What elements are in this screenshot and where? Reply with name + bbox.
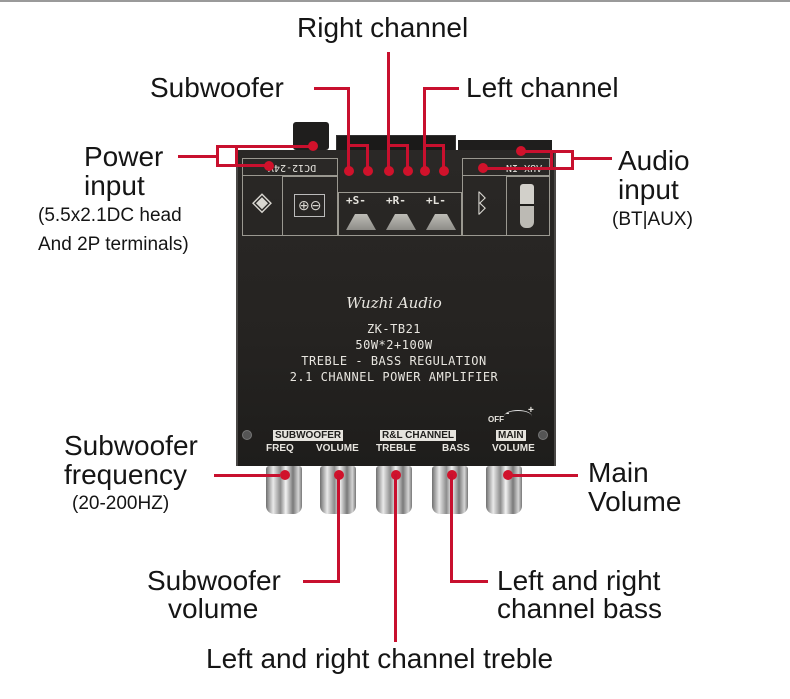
- speaker-icon: [426, 214, 456, 230]
- callout-line: [394, 474, 397, 642]
- callout-line: [303, 580, 340, 583]
- callout-line: [347, 144, 369, 147]
- callout-line: [314, 87, 350, 90]
- off-label: OFF: [488, 415, 504, 424]
- label-main-volume-2: Volume: [588, 486, 682, 517]
- polarity-icon: ⊕⊖: [294, 194, 326, 217]
- label-sub-freq-note: (20-200HZ): [72, 493, 170, 514]
- callout-line: [347, 144, 350, 170]
- knob-label-treble: TREBLE: [376, 443, 416, 454]
- knob-label-main-volume: VOLUME: [492, 443, 535, 454]
- model-text: ZK-TB21: [366, 322, 422, 336]
- label-lr-bass-2: channel bass: [497, 593, 663, 624]
- knob-label-volume: VOLUME: [316, 443, 359, 454]
- label-power-input-2: input: [84, 170, 145, 201]
- callout-dot: [478, 163, 488, 173]
- callout-line: [450, 474, 453, 582]
- callout-dot: [516, 146, 526, 156]
- callout-dot: [280, 470, 290, 480]
- plus-label: +: [528, 405, 534, 416]
- speaker-panel: [338, 192, 462, 236]
- label-sub-freq-2: frequency: [64, 459, 187, 490]
- dc-jack-icon: ◈: [252, 186, 272, 216]
- label-audio-input-1: Audio: [618, 145, 690, 176]
- callout-dot: [403, 166, 413, 176]
- mount-hole: [242, 430, 252, 440]
- knob-label-bass: BASS: [442, 443, 470, 454]
- callout-line: [178, 155, 218, 158]
- speaker-icon: [386, 214, 416, 230]
- callout-dot: [264, 161, 274, 171]
- label-sub-volume-1: Subwoofer: [147, 565, 281, 596]
- label-main-volume-1: Main: [588, 457, 649, 488]
- brand-logo: Wuzhi Audio: [346, 294, 442, 312]
- label-audio-note: (BT|AUX): [612, 209, 693, 230]
- speaker-s-label: +S-: [346, 194, 366, 207]
- callout-line: [214, 474, 280, 477]
- callout-line: [387, 144, 409, 147]
- callout-line: [423, 144, 426, 170]
- label-power-input-1: Power: [84, 141, 164, 172]
- callout-line: [450, 580, 488, 583]
- label-sub-volume-2: volume: [168, 593, 259, 624]
- callout-line: [366, 144, 369, 170]
- callout-dot: [503, 470, 513, 480]
- label-power-note-2: And 2P terminals): [38, 234, 189, 255]
- callout-line: [387, 144, 390, 170]
- label-sub-freq-1: Subwoofer: [64, 430, 198, 461]
- callout-line: [423, 87, 426, 144]
- callout-dot: [420, 166, 430, 176]
- callout-line: [423, 87, 459, 90]
- aux-subpanel: [506, 176, 550, 236]
- callout-dot: [344, 166, 354, 176]
- dc-label: DC12-24V: [268, 162, 317, 173]
- callout-line: [482, 167, 552, 170]
- volume-arc-icon: [504, 410, 532, 423]
- callout-line: [423, 144, 445, 147]
- callout-dot: [363, 166, 373, 176]
- callout-line: [387, 52, 390, 144]
- mount-hole: [538, 430, 548, 440]
- amplifier-board: DC12-24V ◈ ⊕⊖ +S- +R- +L- AUX IN ᛒ: [236, 150, 556, 466]
- feature-text: TREBLE - BASS REGULATION: [301, 354, 487, 368]
- group-rl-channel: R&L CHANNEL: [380, 430, 457, 441]
- terminal-panel: [282, 176, 338, 236]
- top-border: [0, 0, 790, 2]
- callout-line: [406, 144, 409, 170]
- callout-line: [236, 164, 266, 167]
- label-right-channel: Right channel: [297, 12, 469, 43]
- bluetooth-icon: ᛒ: [474, 188, 490, 218]
- speaker-r-label: +R-: [386, 194, 406, 207]
- label-audio-input-2: input: [618, 174, 679, 205]
- callout-line: [236, 145, 312, 148]
- callout-line: [337, 474, 340, 582]
- callout-dot: [384, 166, 394, 176]
- power-text: 50W*2+100W: [355, 338, 433, 352]
- speaker-l-label: +L-: [426, 194, 446, 207]
- callout-dot: [308, 141, 318, 151]
- dc-label-panel: [242, 158, 338, 176]
- label-lr-bass-1: Left and right: [497, 565, 661, 596]
- group-main: MAIN: [496, 430, 526, 441]
- speaker-icon: [346, 214, 376, 230]
- label-subwoofer: Subwoofer: [150, 72, 284, 103]
- aux-jack-icon: [520, 184, 534, 228]
- label-lr-treble: Left and right channel treble: [206, 643, 554, 674]
- callout-line: [572, 157, 612, 160]
- callout-line: [347, 87, 350, 144]
- callout-dot: [439, 166, 449, 176]
- label-left-channel: Left channel: [466, 72, 619, 103]
- callout-line: [508, 474, 578, 477]
- type-text: 2.1 CHANNEL POWER AMPLIFIER: [289, 370, 499, 384]
- callout-bracket: [216, 145, 238, 167]
- callout-bracket: [550, 150, 574, 170]
- callout-line: [442, 144, 445, 170]
- callout-line: [520, 150, 552, 153]
- label-power-note-1: (5.5x2.1DC head: [38, 205, 182, 226]
- group-subwoofer: SUBWOOFER: [273, 430, 344, 441]
- knob-label-freq: FREQ: [266, 443, 294, 454]
